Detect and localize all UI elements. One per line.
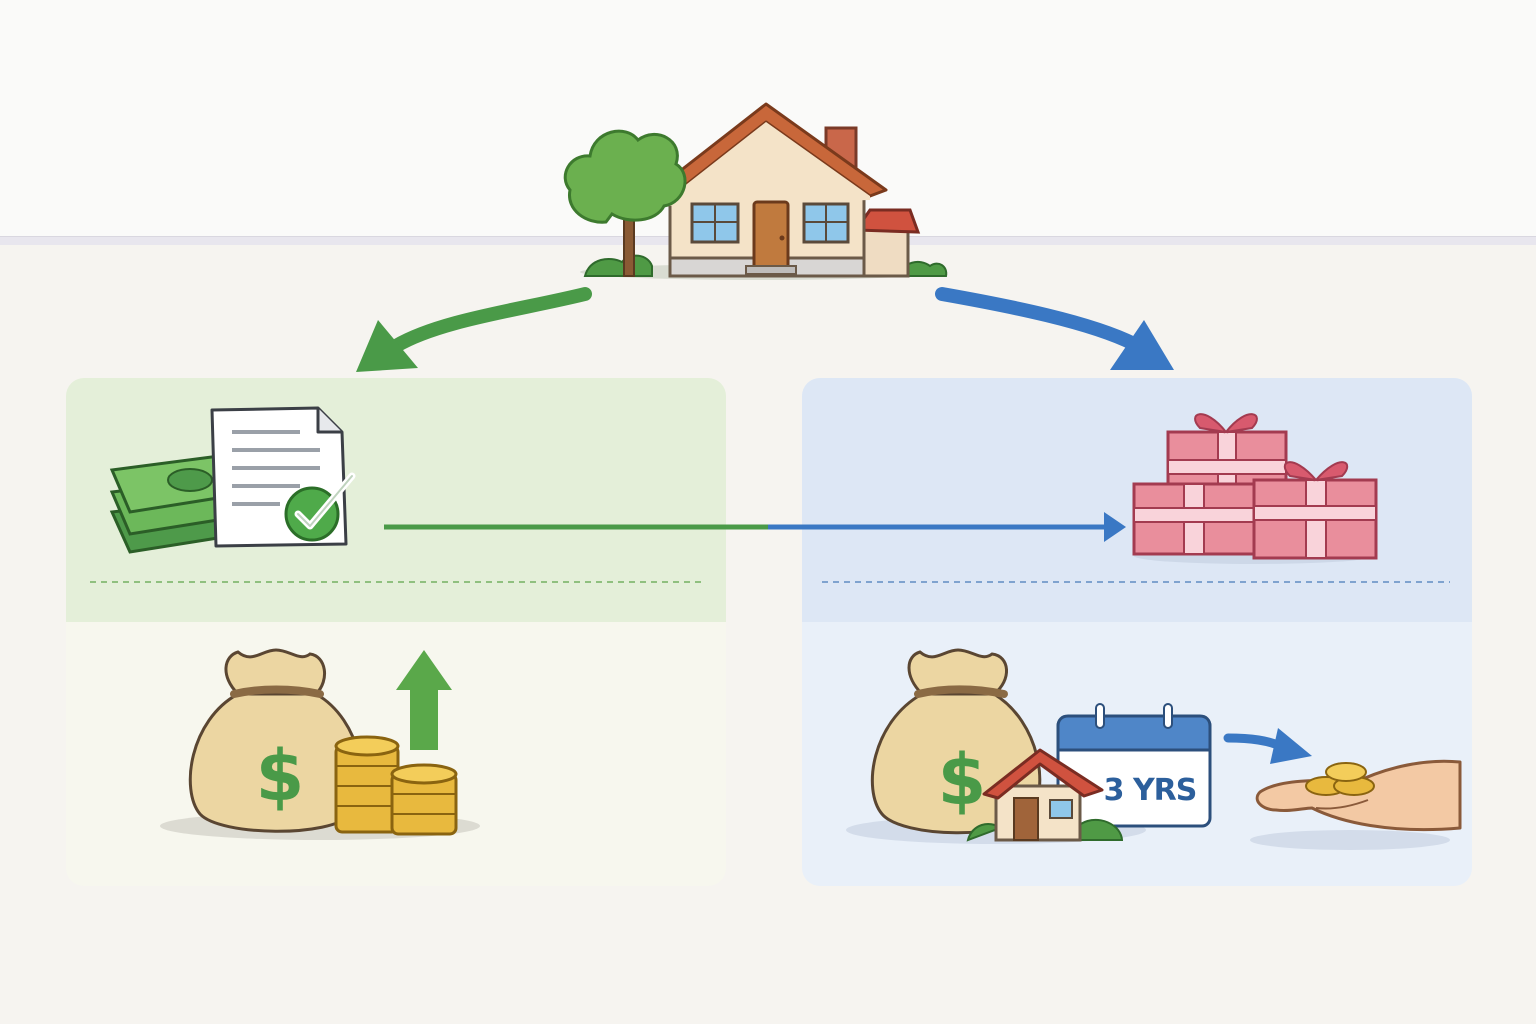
small-blue-arrow xyxy=(1223,728,1312,764)
calendar-label: 3 YRS xyxy=(1104,773,1197,808)
calendar-icon: 3 YRS xyxy=(1056,703,1212,828)
svg-text:$: $ xyxy=(256,735,305,817)
up-arrow-icon xyxy=(396,650,452,750)
house-icon xyxy=(580,102,948,280)
gift-boxes-icon xyxy=(1132,413,1378,564)
coin-stack-icon xyxy=(334,735,458,836)
green-curve-arrow xyxy=(356,287,592,372)
tree-icon xyxy=(563,129,687,277)
blue-curve-arrow xyxy=(935,287,1174,370)
connector-arrow xyxy=(384,512,1126,542)
small-house-icon xyxy=(966,748,1124,842)
checkmark-icon xyxy=(284,472,356,542)
hand-with-coins-icon xyxy=(1250,759,1462,850)
svg-text:$: $ xyxy=(938,739,987,821)
